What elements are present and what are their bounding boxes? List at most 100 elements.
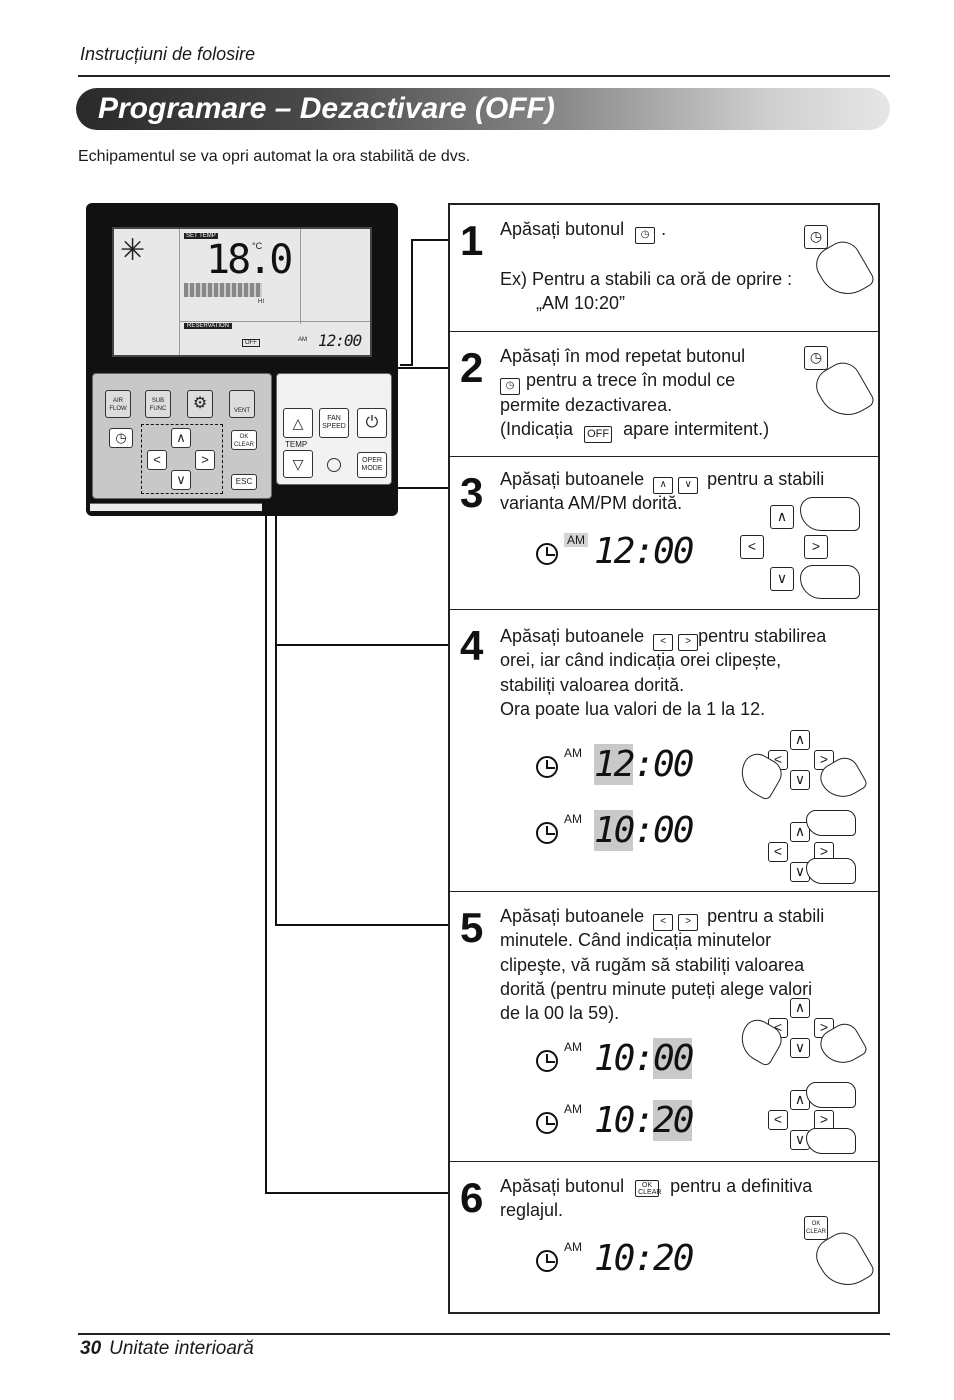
temp-up-button[interactable]: △	[283, 408, 313, 438]
timer-button[interactable]: ◷	[109, 428, 133, 448]
blinking-hours: 10	[594, 810, 635, 851]
time-display: AM 12:00	[536, 744, 696, 790]
temp-label: TEMP	[285, 440, 308, 449]
step-text: Apăsați butoanele ∧ ∨ pentru a stabili	[500, 467, 824, 494]
am-indicator: AM	[564, 1240, 582, 1254]
blinking-hours: 12	[594, 744, 635, 785]
left-button[interactable]: <	[147, 450, 167, 470]
left-key-illustration: <	[768, 1110, 788, 1130]
down-button[interactable]: ∨	[171, 470, 191, 490]
step-text: minutele. Când indicația minutelor	[500, 930, 772, 950]
left-key-illustration: <	[740, 535, 764, 559]
time-value: 12:00	[594, 531, 694, 572]
oper-mode-button[interactable]: OPER MODE	[357, 452, 387, 478]
step-example: Ex) Pentru a stabili ca oră de oprire :	[500, 269, 793, 289]
step-text: stabiliți valoarea dorită.	[500, 675, 685, 695]
time-display: AM 12:00	[536, 531, 696, 577]
remote-left-panel: AIR FLOW SUB FUNC ⚙ VENT ◷ ∧ < > ∨ OK CL…	[92, 373, 272, 499]
page-number: 30	[80, 1338, 102, 1359]
step-2: 2 Apăsați în mod repetat butonul ◷pentru…	[450, 332, 878, 457]
down-icon: ∨	[678, 477, 699, 494]
down-key-illustration: ∨	[770, 567, 794, 591]
timer-key-illustration: ◷	[804, 346, 828, 370]
lcd-unit: °C	[252, 241, 263, 251]
page-header-title: Instrucțiuni de folosire	[80, 44, 256, 64]
step-number: 1	[460, 217, 484, 264]
lcd-divider	[300, 229, 301, 324]
step-text: de la 00 la 59).	[500, 1003, 620, 1023]
left-key-illustration: <	[768, 842, 788, 862]
right-icon: >	[678, 634, 699, 651]
lcd-set-temp: SET TEMP	[184, 233, 218, 239]
down-key-illustration: ∨	[790, 1038, 810, 1058]
time-display: AM 10:20	[536, 1238, 696, 1284]
step-text: reglajul.	[500, 1200, 564, 1220]
vent-button[interactable]: VENT	[229, 390, 255, 418]
step-text: Apăsați butoanele < > pentru a stabili	[500, 904, 824, 931]
temp-down-button[interactable]: ▽	[283, 450, 313, 478]
step-text: (Indicația OFF apare intermitent.)	[500, 417, 769, 443]
steps-box: 1 Apăsați butonul ◷. Ex) Pentru a stabil…	[448, 203, 880, 1314]
lcd-divider	[179, 229, 180, 355]
lcd-temperature: 18.0	[206, 237, 293, 283]
footer-label: Unitate interioară	[109, 1338, 254, 1359]
snowflake-icon: ✳	[120, 234, 146, 267]
pressing-hand-icon	[800, 497, 860, 531]
left-icon: <	[653, 914, 674, 931]
esc-button[interactable]: ESC	[231, 474, 257, 490]
section-title: Programare – Dezactivare (OFF)	[98, 92, 555, 125]
clock-icon	[536, 756, 558, 778]
up-key-illustration: ∧	[770, 505, 794, 529]
up-key-illustration: ∧	[790, 998, 810, 1018]
step-number: 6	[460, 1174, 484, 1221]
timer-icon: ◷	[500, 378, 520, 395]
step-text: clipeşte, vă rugăm să stabiliți valoarea	[500, 955, 805, 975]
time-value: 10:00	[594, 1038, 694, 1079]
ok-clear-key-illustration: OK CLEAR	[804, 1216, 828, 1240]
air-flow-button[interactable]: AIR FLOW	[105, 390, 131, 418]
step-text: permite dezactivarea.	[500, 395, 673, 415]
step-1: 1 Apăsați butonul ◷. Ex) Pentru a stabil…	[450, 205, 878, 332]
lcd-fan-bar	[184, 283, 262, 297]
remote-foot	[90, 503, 262, 511]
step-number: 4	[460, 622, 484, 669]
step-text: Apăsați butoanele < >pentru stabilirea	[500, 624, 826, 651]
lcd-fan-level: HI	[258, 299, 264, 305]
section-banner: Programare – Dezactivare (OFF)	[76, 88, 890, 130]
right-key-illustration: >	[814, 1110, 834, 1130]
up-button[interactable]: ∧	[171, 428, 191, 448]
am-indicator: AM	[564, 1040, 582, 1054]
clock-icon	[536, 1050, 558, 1072]
step-6: 6 Apăsați butonul OK CLEAR pentru a defi…	[450, 1162, 878, 1312]
lcd-clock: 12:00	[318, 331, 362, 350]
pressing-hand-icon	[806, 1128, 856, 1154]
step-number: 5	[460, 904, 484, 951]
time-value: 12:00	[594, 744, 694, 785]
down-key-illustration: ∨	[790, 770, 810, 790]
up-key-illustration: ∧	[790, 822, 810, 842]
clock-icon	[536, 1112, 558, 1134]
lcd-divider	[179, 321, 370, 322]
clock-icon	[536, 822, 558, 844]
sub-func-button[interactable]: SUB FUNC	[145, 390, 171, 418]
indicator-circle-icon	[327, 458, 341, 472]
step-3: 3 Apăsați butoanele ∧ ∨ pentru a stabili…	[450, 457, 878, 610]
right-button[interactable]: >	[195, 450, 215, 470]
step-number: 3	[460, 469, 484, 516]
am-indicator: AM	[564, 812, 582, 826]
step-text: Apăsați în mod repetat butonul	[500, 346, 746, 366]
step-example-value: „AM 10:20”	[536, 293, 626, 313]
step-text: Apăsați butonul ◷.	[500, 217, 666, 244]
time-display: AM 10:00	[536, 1038, 696, 1084]
lcd-reservation: RESERVATION	[184, 323, 233, 329]
ok-clear-button[interactable]: OK CLEAR	[231, 430, 257, 450]
gear-icon[interactable]: ⚙	[187, 390, 213, 418]
step-number: 2	[460, 344, 484, 391]
fan-speed-button[interactable]: FAN SPEED	[319, 408, 349, 438]
clock-icon	[536, 543, 558, 565]
pressing-hand-icon	[800, 565, 860, 599]
pressing-hand-icon	[806, 810, 856, 836]
pressing-hand-icon	[806, 858, 856, 884]
up-key-illustration: ∧	[790, 730, 810, 750]
power-button[interactable]: ⏻	[357, 408, 387, 438]
